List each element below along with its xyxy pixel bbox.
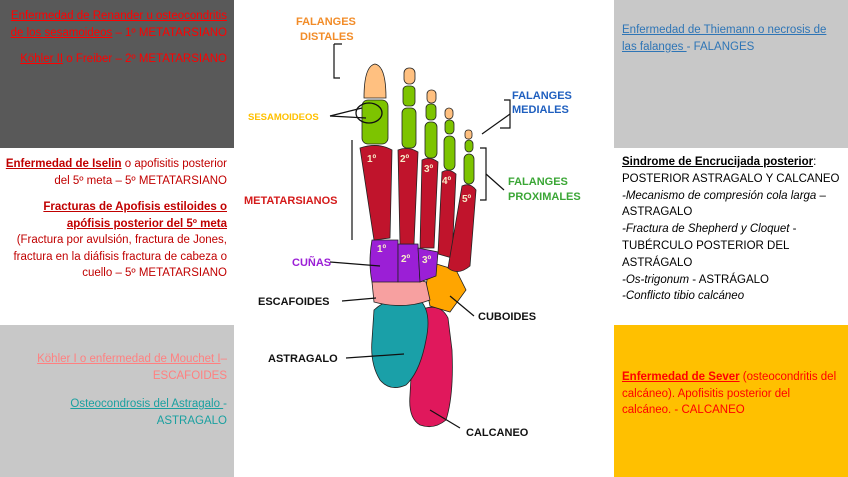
thiemann-link[interactable]: Enfermedad de Thiemann o necrosis de las…	[622, 24, 827, 53]
label-astragalo: ASTRAGALO	[268, 353, 338, 365]
conflicto-line: -Conflicto tibio calcáneo	[622, 290, 745, 303]
renander-note: Enfermedad de Renander u osteocondritis …	[4, 8, 227, 41]
left-panel-bottom: Köhler I o enfermedad de Mouchet I– ESCA…	[0, 325, 234, 477]
astragalo-text: - ASTRAGALO	[156, 398, 227, 427]
right-panel-top: Enfermedad de Thiemann o necrosis de las…	[614, 0, 848, 148]
falange-distal-3	[426, 89, 437, 104]
sever-text: (osteocondritis del calcáneo). Apofisiti…	[622, 371, 837, 416]
num-meta-5: 5º	[462, 194, 472, 205]
pointer-astragalo	[345, 353, 405, 359]
metatarsiano-5	[447, 184, 477, 272]
falange-medial-4	[444, 119, 455, 135]
kohler1-text: – ESCAFOIDES	[152, 353, 227, 382]
label-falanges-distales-1: FALANGES	[296, 16, 356, 28]
falange-distal-4	[444, 107, 454, 120]
fracturas-note: Fracturas de Apofisis estiloides o apófi…	[4, 199, 227, 282]
cuna-1	[369, 239, 399, 283]
iselin-link[interactable]: Enfermedad de Iselin	[5, 158, 122, 170]
num-meta-2: 2º	[400, 154, 410, 165]
shepherd-text: -Fractura de Shepherd y Cloquet	[622, 223, 790, 236]
label-falanges-distales-2: DISTALES	[300, 31, 354, 43]
pointer-cuboides	[449, 295, 475, 317]
num-cuna-2: 2º	[401, 254, 411, 265]
falange-medial-2	[402, 85, 416, 107]
falange-medial-3	[425, 103, 437, 121]
num-meta-4: 4º	[442, 176, 452, 187]
astragalo-link[interactable]: Osteocondrosis del Astragalo	[70, 398, 224, 410]
kohler1-note: Köhler I o enfermedad de Mouchet I– ESCA…	[4, 351, 227, 384]
cuna-3	[417, 247, 439, 283]
bracket-distales	[333, 43, 342, 79]
foot-diagram: FALANGES DISTALES SESAMOIDEOS FALANGES M…	[244, 16, 581, 439]
sindrome-heading: Sindrome de Encrucijada posterior: POSTE…	[622, 154, 842, 188]
label-cuboides: CUBOIDES	[478, 311, 536, 323]
sesamoideos-ring	[355, 102, 383, 124]
pointer-escafoides	[341, 297, 377, 302]
iselin-text: o apofisitis posterior del 5º meta – 5º …	[54, 158, 227, 187]
falange-distal-2	[403, 67, 416, 85]
falange-proximal-3	[424, 121, 438, 159]
num-meta-3: 3º	[424, 164, 434, 175]
left-panel-middle: Enfermedad de Iselin o apofisitis poster…	[0, 148, 234, 325]
metatarsiano-3	[419, 158, 439, 249]
falange-proximal-4	[443, 135, 456, 171]
label-escafoides: ESCAFOIDES	[258, 296, 330, 308]
label-calcaneo: CALCANEO	[466, 427, 529, 439]
falange-proximal-2	[401, 107, 417, 149]
kohler2-link[interactable]: Köhler II	[20, 53, 64, 65]
metatarsiano-2	[397, 148, 419, 245]
mecanismo-line: -Mecanismo de compresión cola larga – AS…	[622, 188, 842, 222]
kohler1-link[interactable]: Köhler I o enfermedad de Mouchet I	[37, 353, 221, 365]
pointer-sesamoideos-2	[329, 115, 367, 119]
right-panel-bottom: Enfermedad de Sever (osteocondritis del …	[614, 325, 848, 477]
shepherd-line: -Fractura de Shepherd y Cloquet - TUBÉRC…	[622, 221, 842, 271]
mecanismo-text: -Mecanismo de compresión cola larga	[622, 189, 817, 202]
label-sesamoideos: SESAMOIDEOS	[248, 112, 319, 123]
renander-link[interactable]: Enfermedad de Renander u osteocondritis …	[10, 10, 227, 39]
trigonum-rest: - ASTRÁGALO	[689, 273, 769, 286]
pointer-proximales	[485, 173, 505, 191]
label-falanges-mediales-2: MEDIALES	[512, 104, 569, 116]
left-panel-top: Enfermedad de Renander u osteocondritis …	[0, 0, 234, 148]
trigonum-line: -Os-trigonum - ASTRÁGALO	[622, 272, 842, 289]
label-falanges-mediales-1: FALANGES	[512, 90, 572, 102]
metatarsiano-1	[359, 145, 393, 241]
renander-text: – 1º METATARSIANO	[112, 26, 227, 39]
iselin-note: Enfermedad de Iselin o apofisitis poster…	[4, 156, 227, 189]
kohler2-text: o Freiber – 2º METATARSIANO	[63, 53, 227, 65]
trigonum-text: -Os-trigonum	[622, 273, 690, 286]
falange-distal-1	[363, 63, 387, 99]
kohler2-note: Köhler II o Freiber – 2º METATARSIANO	[4, 51, 227, 68]
label-falanges-proximales-1: FALANGES	[508, 176, 568, 188]
sever-link[interactable]: Enfermedad de Sever	[622, 371, 740, 383]
label-metatarsianos: METATARSIANOS	[244, 195, 338, 207]
fracturas-text: (Fractura por avulsión, fractura de Jone…	[13, 234, 227, 279]
falange-proximal-5	[463, 153, 475, 185]
label-falanges-proximales-2: PROXIMALES	[508, 191, 581, 203]
thiemann-text: - FALANGES	[686, 40, 755, 53]
num-cuna-3: 3º	[422, 255, 432, 266]
pointer-sesamoideos-1	[329, 107, 363, 117]
fracturas-link[interactable]: Fracturas de Apofisis estiloides o apófi…	[43, 201, 227, 230]
falange-medial-5	[464, 139, 474, 153]
pointer-cunas	[329, 261, 381, 267]
bracket-proximales	[480, 147, 487, 201]
pointer-calcaneo	[429, 409, 461, 429]
label-cunas: CUÑAS	[292, 256, 331, 269]
shepherd-rest: - TUBÉRCULO POSTERIOR DEL ASTRÁGALO	[622, 223, 797, 269]
pointer-mediales	[481, 113, 511, 135]
bracket-mediales	[500, 99, 511, 129]
right-panel-middle: Sindrome de Encrucijada posterior: POSTE…	[614, 148, 848, 325]
sindrome-link[interactable]: Sindrome de Encrucijada posterior	[622, 156, 814, 168]
sindrome-text: : POSTERIOR ASTRAGALO Y CALCANEO	[622, 156, 840, 185]
num-meta-1: 1º	[367, 154, 377, 165]
astragalo-note: Osteocondrosis del Astragalo - ASTRAGALO	[4, 396, 227, 429]
mecanismo-rest: – ASTRAGALO	[622, 189, 826, 219]
falange-distal-5	[464, 129, 473, 140]
num-cuna-1: 1º	[377, 244, 387, 255]
